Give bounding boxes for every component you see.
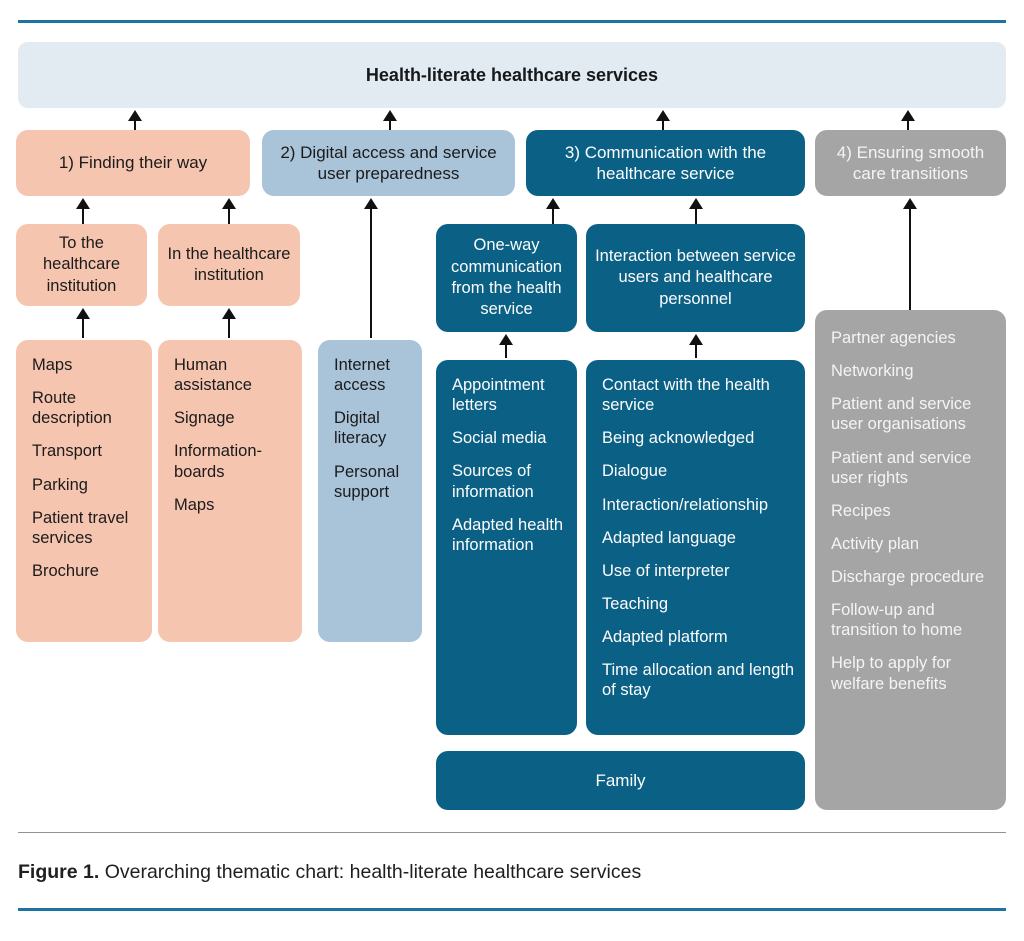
list-item: Brochure — [32, 561, 99, 580]
theme-header-digital-access: 2) Digital access and service user prepa… — [262, 130, 515, 196]
theme-header-care-transitions: 4) Ensuring smooth care transitions — [815, 130, 1006, 196]
list-item: Personal support — [334, 462, 400, 501]
family-label: Family — [595, 770, 646, 790]
caption-divider-rule — [18, 832, 1006, 833]
theme-header-label: 1) Finding their way — [58, 153, 208, 173]
arrow-up-finding-to-banner — [128, 110, 142, 130]
arrow-up-transitions-to-banner — [901, 110, 915, 130]
subtheme-in-healthcare-institution: In the healthcare institution — [158, 224, 300, 306]
list-item: Patient travel services — [32, 508, 129, 547]
list-item: Being acknowledged — [602, 429, 755, 448]
list-item: Social media — [452, 429, 547, 448]
list-item: Maps — [174, 495, 215, 514]
list-item: Adapted health information — [452, 515, 564, 554]
theme-header-label: 2) Digital access and service user prepa… — [280, 142, 497, 183]
list-item: Dialogue — [602, 462, 668, 481]
theme-header-finding-their-way: 1) Finding their way — [16, 130, 250, 196]
list-item: Discharge procedure — [831, 568, 985, 586]
subtheme-to-healthcare-institution: To the healthcare institution — [16, 224, 147, 306]
list-item: Digital literacy — [334, 409, 387, 448]
list-item: Time allocation and length of stay — [602, 661, 795, 700]
list-item: Activity plan — [831, 534, 920, 553]
subtheme-label: Interaction between service users and he… — [595, 246, 796, 308]
banner-title: Health-literate healthcare services — [365, 64, 659, 85]
arrow-up-communication-to-banner — [656, 110, 670, 130]
arrow-up-in-institution-to-finding — [222, 198, 236, 224]
theme-header-label: 4) Ensuring smooth care transitions — [836, 142, 985, 183]
subtheme-label: To the healthcare institution — [42, 233, 121, 295]
list-item: Patient and service user organisations — [831, 395, 972, 434]
subtheme-interaction-personnel: Interaction between service users and he… — [586, 224, 805, 332]
list-item: Patient and service user rights — [831, 448, 972, 487]
list-item: Route description — [32, 389, 112, 428]
arrow-up-interaction-to-communication — [689, 198, 703, 224]
arrow-up-digital-to-banner — [383, 110, 397, 130]
list-item: Help to apply for welfare benefits — [831, 654, 952, 693]
list-item: Networking — [831, 362, 914, 381]
list-item: Partner agencies — [831, 329, 956, 347]
list-item: Teaching — [602, 594, 669, 613]
list-item: Appointment letters — [452, 376, 545, 415]
list-item: Information-boards — [174, 442, 263, 481]
arrow-up-list-to-oneway — [499, 334, 513, 358]
arrow-up-oneway-to-communication — [546, 198, 560, 224]
list-item: Adapted language — [602, 528, 736, 547]
list-item: Maps — [32, 356, 73, 374]
list-item: Transport — [32, 442, 102, 461]
list-item: Parking — [32, 475, 88, 494]
arrow-up-list-to-to-institution — [76, 308, 90, 338]
list-item: Internet access — [334, 356, 390, 395]
figure-caption: Figure 1. Overarching thematic chart: he… — [18, 861, 641, 884]
figure-caption-number: Figure 1. — [18, 861, 100, 883]
list-item: Recipes — [831, 501, 891, 520]
arrow-up-transitions-list-to-transitions — [903, 198, 917, 310]
list-item: Contact with the health service — [602, 376, 770, 415]
list-item: Interaction/relationship — [602, 495, 769, 514]
theme-header-label: 3) Communication with the healthcare ser… — [564, 142, 767, 183]
bottom-divider-rule — [18, 908, 1006, 911]
list-item: Adapted platform — [602, 628, 728, 646]
theme-header-communication: 3) Communication with the healthcare ser… — [526, 130, 805, 196]
arrow-up-list-to-interaction — [689, 334, 703, 358]
list-item: Signage — [174, 409, 235, 428]
list-item: Human assistance — [174, 356, 252, 395]
list-item: Follow-up and transition to home — [831, 601, 963, 640]
subtheme-one-way-communication: One-way communication from the health se… — [436, 224, 577, 332]
list-item: Use of interpreter — [602, 561, 730, 580]
banner-health-literate-services: Health-literate healthcare services — [18, 42, 1006, 108]
figure-caption-text: Overarching thematic chart: health-liter… — [99, 861, 642, 883]
subtheme-label: One-way communication from the health se… — [451, 236, 562, 319]
list-item: Sources of information — [452, 462, 534, 501]
top-divider-rule — [18, 20, 1006, 23]
family-box: Family — [436, 751, 805, 810]
subtheme-label: In the healthcare institution — [167, 244, 291, 284]
arrow-up-list-to-in-institution — [222, 308, 236, 338]
arrow-up-to-institution-to-finding — [76, 198, 90, 224]
arrow-up-digital-list-to-digital — [364, 198, 378, 338]
